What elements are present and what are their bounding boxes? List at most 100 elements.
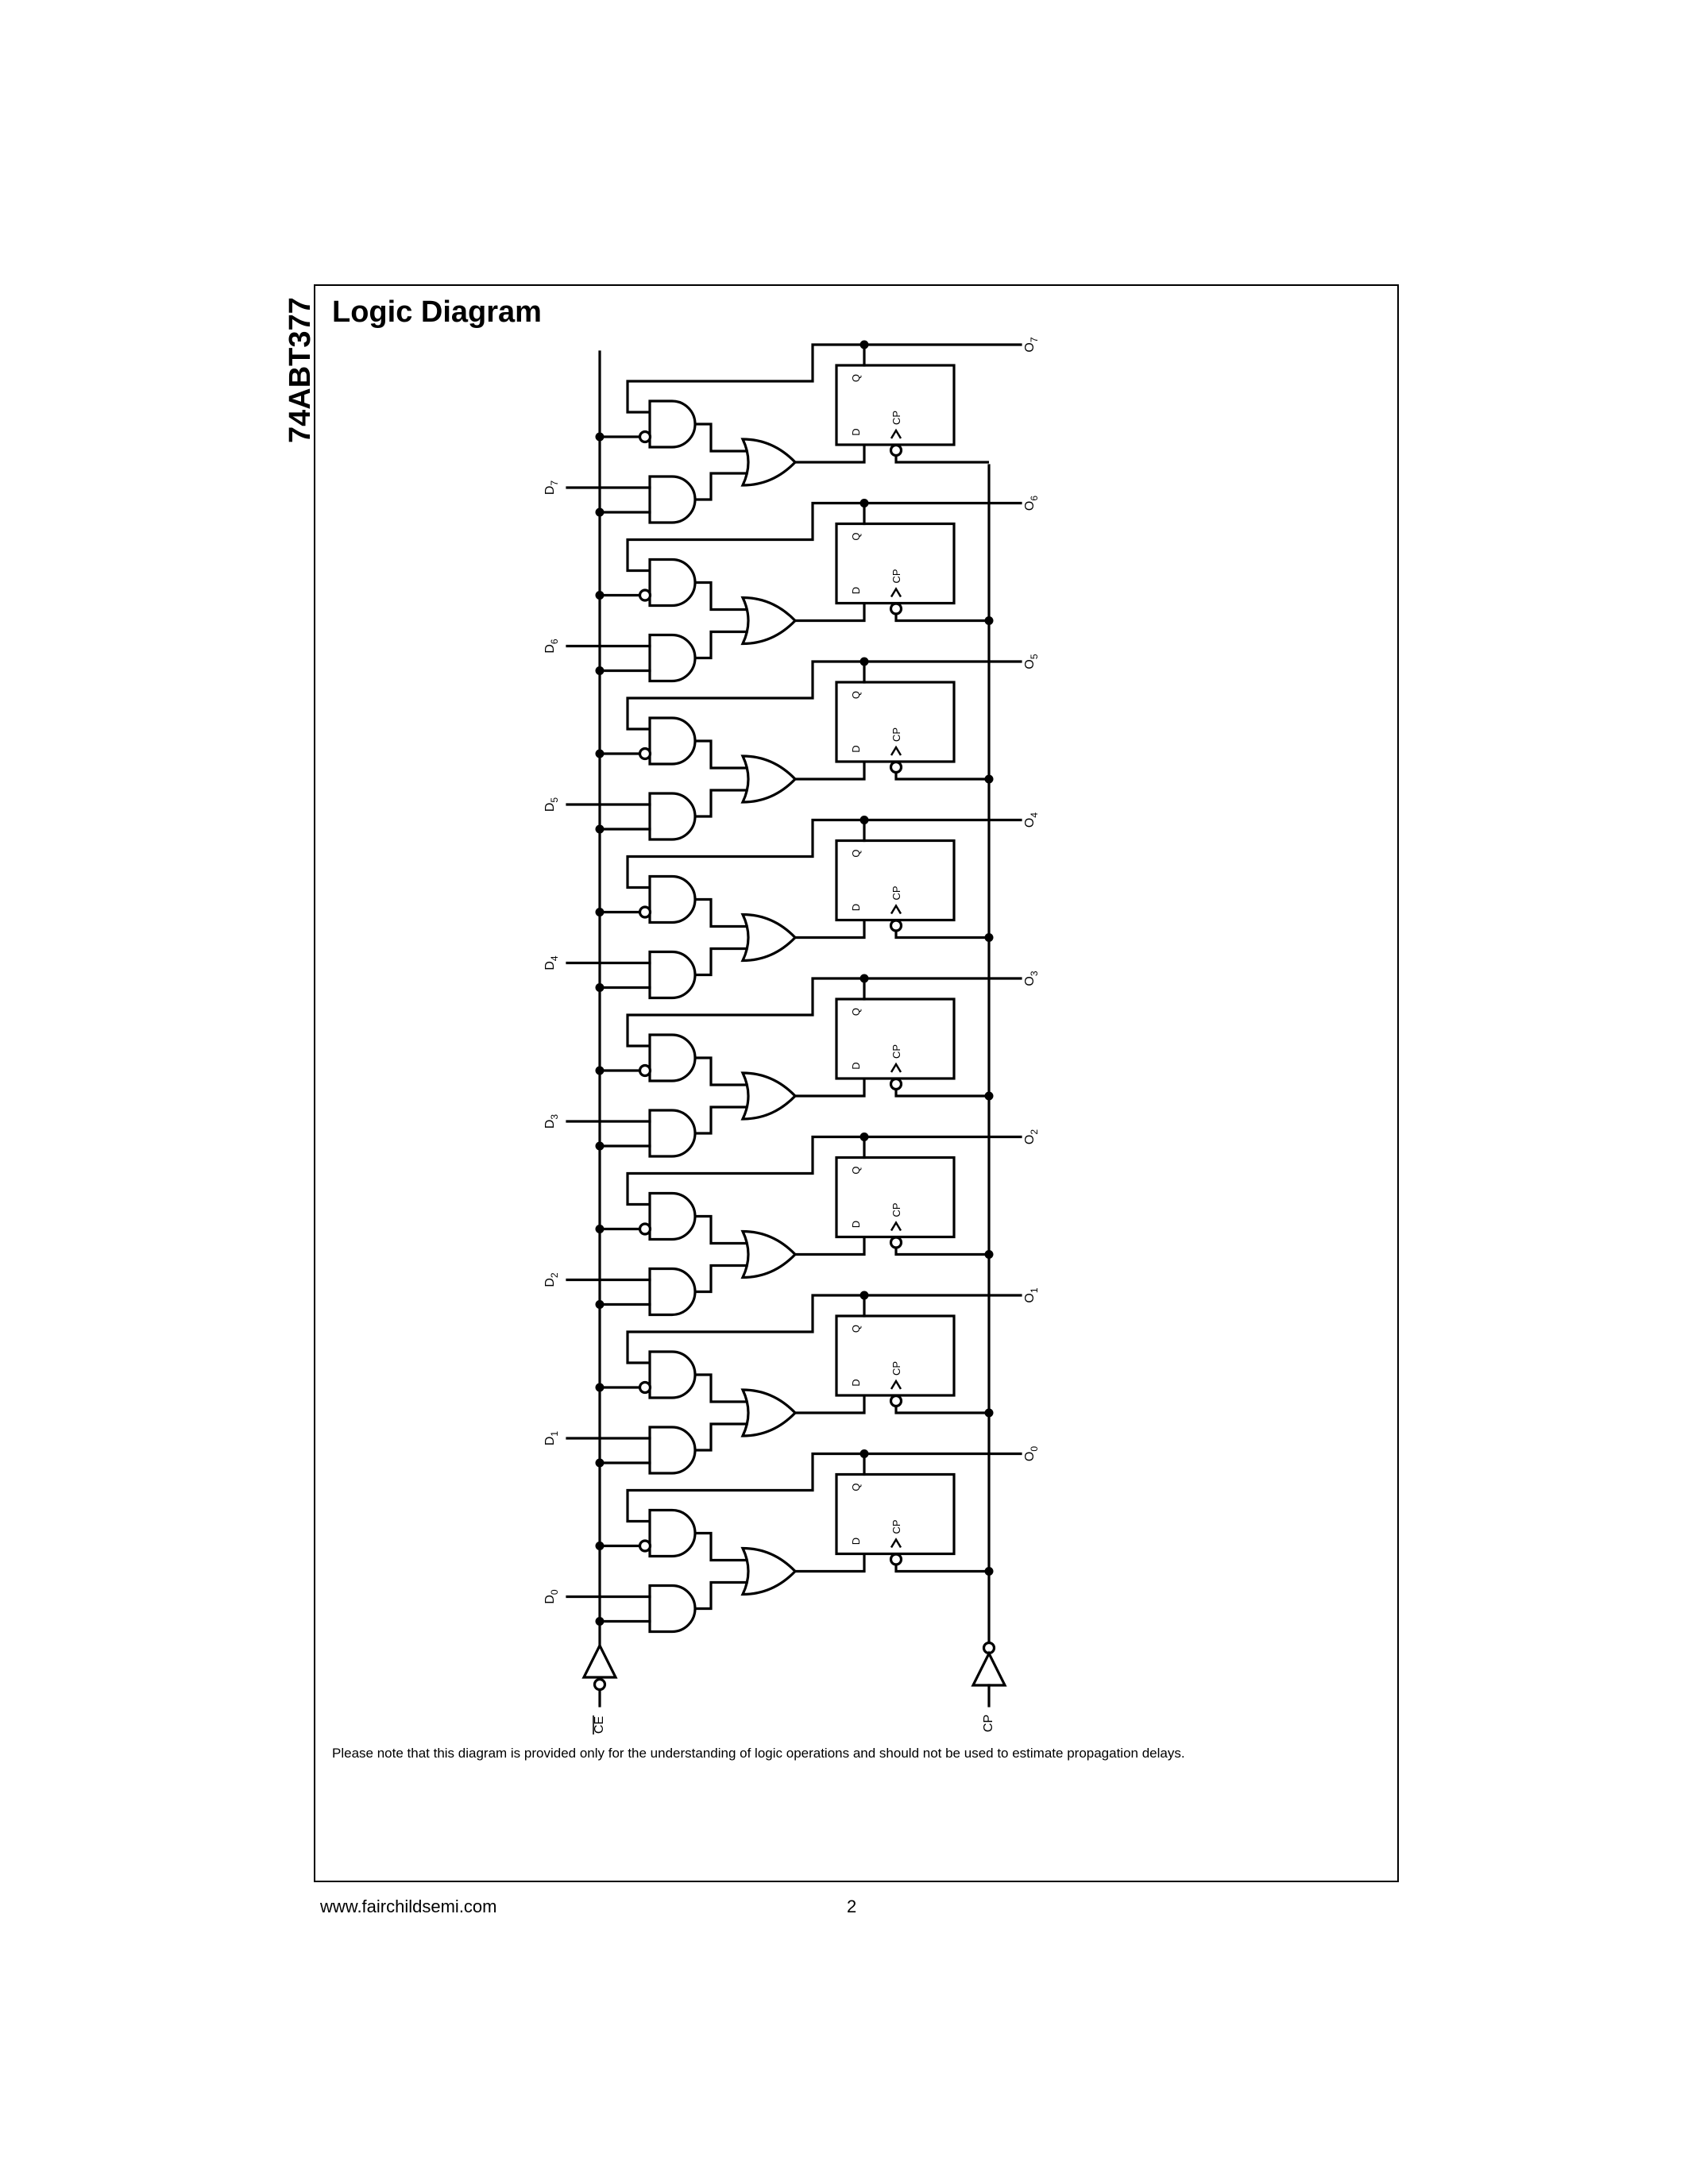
output-label: O3 (1023, 970, 1040, 986)
feedback-wire (626, 1135, 864, 1206)
inversion-bubble (638, 430, 652, 444)
and-gate (648, 1109, 697, 1158)
and-to-or-wire (695, 789, 747, 818)
and-to-or-wire (695, 630, 747, 660)
clock-edge-indicator (890, 1062, 902, 1073)
or-to-d-wire (795, 1237, 866, 1256)
cp-buffer (971, 1650, 1007, 1687)
and-gate (648, 1033, 697, 1082)
inversion-bubble (889, 1553, 903, 1566)
ff-cp-label: CP (890, 411, 902, 425)
and-to-or-wire (695, 1056, 747, 1086)
register-stages: QDCPO7D7QDCPO6D6QDCPO5D5QDCPO4D4QDCPO3D3… (543, 337, 1040, 1634)
ff-cp-label: CP (890, 886, 902, 900)
ff-cp-label: CP (890, 569, 902, 583)
and-to-or-wire (695, 1214, 747, 1245)
inversion-bubble (593, 1677, 607, 1692)
clock-edge-indicator (890, 1221, 902, 1232)
output-label: O4 (1023, 812, 1040, 828)
diagram-note: Please note that this diagram is provide… (332, 1746, 1185, 1761)
clock-edge-indicator (890, 587, 902, 598)
and-to-or-wire (695, 472, 747, 501)
ff-d-label: D (850, 1538, 862, 1545)
ff-cp-label: CP (890, 1361, 902, 1376)
and-to-or-wire (695, 1531, 747, 1562)
clock-wire (894, 456, 989, 464)
and-to-or-wire (695, 1580, 747, 1611)
and-gate (648, 874, 697, 924)
clock-edge-indicator (890, 1379, 902, 1390)
and-to-or-wire (695, 581, 747, 612)
inversion-bubble (638, 1063, 652, 1078)
or-to-d-wire (795, 920, 866, 940)
inversion-bubble (889, 919, 903, 932)
inversion-bubble (889, 443, 903, 457)
ff-q-label: Q (850, 1483, 862, 1491)
output-label: O0 (1023, 1446, 1040, 1461)
clock-wire (894, 1248, 989, 1256)
inversion-bubble (889, 1077, 903, 1091)
and-gate (648, 1584, 697, 1634)
content-frame (314, 284, 1399, 1882)
ff-q-label: Q (850, 374, 862, 382)
and-to-or-wire (695, 1422, 747, 1452)
ff-cp-label: CP (890, 1519, 902, 1534)
or-gate (740, 1388, 798, 1437)
ff-cp-label: CP (890, 1044, 902, 1059)
ff-d-label: D (850, 1221, 862, 1228)
or-to-d-wire (795, 1078, 866, 1098)
ff-q-label: Q (850, 1166, 862, 1174)
ff-cp-label: CP (890, 1202, 902, 1217)
and-gate (648, 792, 697, 841)
and-to-or-wire (695, 947, 747, 977)
output-label: O2 (1023, 1129, 1040, 1144)
data-input-label: D1 (543, 1431, 560, 1446)
or-gate (740, 438, 798, 487)
and-to-or-wire (695, 1264, 747, 1294)
ce-input-label: CE (593, 1716, 606, 1734)
output-label: O1 (1023, 1287, 1040, 1302)
or-gate (740, 596, 798, 646)
or-gate (740, 1229, 798, 1279)
clock-edge-indicator (890, 1538, 902, 1549)
or-gate (740, 913, 798, 963)
or-gate (740, 754, 798, 804)
inversion-bubble (638, 1380, 652, 1395)
data-input-label: D0 (543, 1589, 560, 1604)
section-title: Logic Diagram (332, 295, 542, 329)
or-to-d-wire (795, 1553, 866, 1573)
ff-d-label: D (850, 1062, 862, 1069)
ff-d-label: D (850, 904, 862, 911)
data-input-label: D2 (543, 1272, 560, 1287)
and-gate (648, 1508, 697, 1558)
ff-q-label: Q (850, 1008, 862, 1016)
or-gate (740, 1071, 798, 1121)
and-gate (648, 558, 697, 608)
clock-edge-indicator (890, 904, 902, 915)
clock-wire (894, 931, 989, 940)
and-gate (648, 475, 697, 524)
clock-edge-indicator (890, 745, 902, 756)
and-gate (648, 950, 697, 1000)
and-gate (648, 1191, 697, 1241)
and-to-or-wire (695, 423, 747, 453)
feedback-wire (626, 1452, 864, 1523)
inversion-bubble (889, 1394, 903, 1408)
ff-d-label: D (850, 1379, 862, 1386)
data-input-label: D7 (543, 480, 560, 496)
clock-wire (894, 614, 989, 623)
ff-q-label: Q (850, 532, 862, 540)
clock-wire (894, 1406, 989, 1414)
output-label: O5 (1023, 654, 1040, 669)
footer-url: www.fairchildsemi.com (320, 1897, 497, 1916)
ff-q-label: Q (850, 691, 862, 699)
feedback-wire (626, 343, 864, 414)
inversion-bubble (889, 602, 903, 615)
feedback-wire (626, 1294, 864, 1364)
output-label: O7 (1023, 337, 1040, 352)
ff-d-label: D (850, 745, 862, 752)
